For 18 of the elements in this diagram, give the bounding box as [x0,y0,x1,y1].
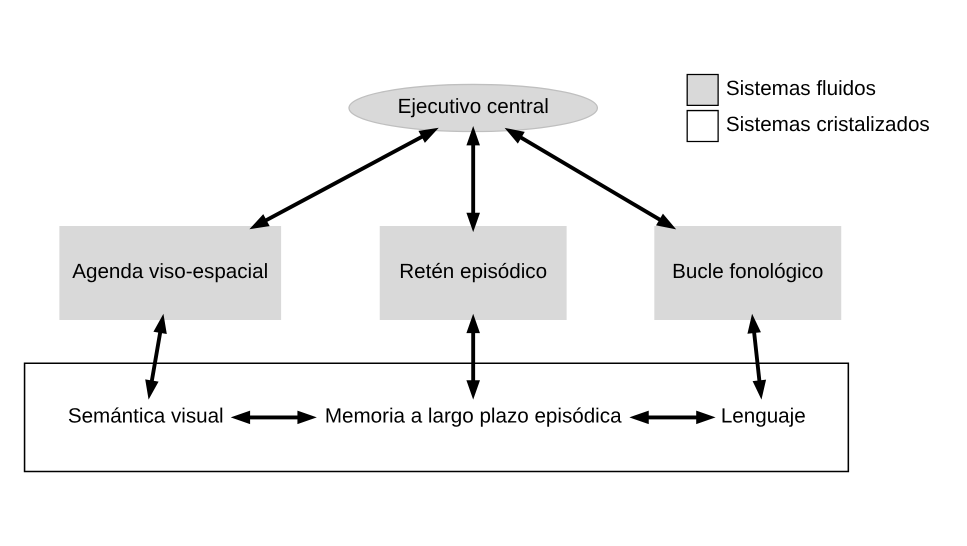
arrow [145,314,167,400]
legend-label: Sistemas fluidos [726,76,876,100]
node-ellipse: Ejecutivo central [348,84,598,132]
node-text: Semántica visual [68,404,224,428]
node-box: Agenda viso-espacial [59,226,282,320]
node-box: Retén episódico [380,226,567,320]
node-text: Lenguaje [720,404,806,428]
arrow [747,314,766,400]
arrow [504,128,676,230]
arrow [230,410,317,424]
arrow [249,128,439,230]
arrow [629,410,716,424]
node-text: Memoria a largo plazo episódica [324,404,622,428]
arrow [466,314,480,400]
arrow [466,126,480,232]
node-box: Bucle fonológico [654,226,842,320]
cluster [24,362,850,472]
legend-label: Sistemas cristalizados [726,112,930,136]
